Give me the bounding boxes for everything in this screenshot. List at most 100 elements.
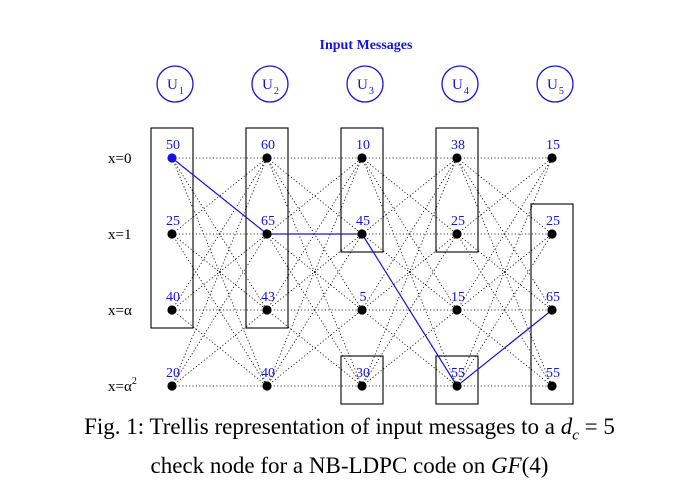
selection-box bbox=[245, 127, 289, 329]
message-value: 45 bbox=[356, 214, 370, 229]
selection-box bbox=[435, 355, 479, 405]
trellis-point bbox=[167, 229, 177, 239]
row-label: x=α2 bbox=[108, 376, 137, 395]
trellis-edge bbox=[361, 157, 458, 387]
caption-dc-symbol: d bbox=[560, 414, 573, 439]
trellis-edge bbox=[171, 309, 268, 387]
trellis-edge bbox=[361, 157, 458, 235]
trellis-point bbox=[357, 153, 367, 163]
trellis-edge bbox=[266, 157, 363, 387]
message-value: 38 bbox=[451, 138, 465, 153]
message-value: 65 bbox=[546, 290, 560, 305]
trellis-edge bbox=[456, 157, 553, 235]
trellis-edge bbox=[456, 157, 553, 235]
trellis-point bbox=[357, 305, 367, 315]
message-value: 5 bbox=[360, 290, 367, 305]
trellis-point bbox=[452, 229, 462, 239]
row-label-superscript: 2 bbox=[132, 376, 137, 387]
node-label: U1 bbox=[167, 77, 184, 97]
caption-line1-prefix: Fig. 1: Trellis representation of input … bbox=[84, 414, 561, 439]
diagram-title: Input Messages bbox=[320, 38, 414, 53]
selection-box bbox=[530, 203, 574, 405]
trellis-point bbox=[167, 153, 177, 163]
trellis-point bbox=[452, 381, 462, 391]
variable-node-u5: U5 bbox=[536, 65, 574, 103]
message-value: 25 bbox=[451, 214, 465, 229]
trellis-edge bbox=[266, 309, 363, 387]
row-label: x=α bbox=[108, 303, 132, 319]
variable-node-u2: U2 bbox=[251, 65, 289, 103]
caption-gf-arg: (4) bbox=[521, 452, 549, 478]
node-label: U5 bbox=[547, 77, 564, 97]
message-value: 55 bbox=[451, 366, 465, 381]
variable-nodes: U1 U2 U3 U4 U5 bbox=[156, 65, 574, 103]
message-value: 30 bbox=[356, 366, 370, 381]
figure-caption: Fig. 1: Trellis representation of input … bbox=[0, 412, 699, 481]
message-value: 60 bbox=[261, 138, 275, 153]
node-subscript: 2 bbox=[274, 86, 279, 97]
node-subscript: 4 bbox=[464, 86, 469, 97]
message-value: 40 bbox=[166, 290, 180, 305]
trellis-point bbox=[167, 305, 177, 315]
row-labels: x=0 x=1 x=α x=α2 bbox=[108, 151, 137, 395]
trellis-point bbox=[452, 305, 462, 315]
selection-box bbox=[340, 127, 384, 253]
variable-node-u3: U3 bbox=[346, 65, 384, 103]
trellis-point bbox=[357, 381, 367, 391]
caption-line-2: check node for a NB-LDPC code on GF(4) bbox=[0, 451, 699, 481]
message-value: 15 bbox=[546, 138, 560, 153]
trellis-edges bbox=[171, 157, 553, 387]
message-value: 43 bbox=[261, 290, 275, 305]
row-label: x=0 bbox=[108, 151, 131, 167]
node-circle bbox=[251, 65, 289, 103]
message-value: 25 bbox=[546, 214, 560, 229]
node-circle bbox=[536, 65, 574, 103]
trellis-point bbox=[262, 229, 272, 239]
node-label: U3 bbox=[357, 77, 374, 97]
trellis-edge bbox=[171, 309, 268, 387]
trellis-edge bbox=[266, 157, 363, 235]
selection-box bbox=[435, 127, 479, 253]
selection-boxes bbox=[150, 127, 574, 405]
trellis-edge bbox=[361, 309, 458, 387]
caption-line2-prefix: check node for a NB-LDPC code on bbox=[150, 452, 491, 478]
node-subscript: 3 bbox=[369, 86, 374, 97]
trellis-point bbox=[547, 153, 557, 163]
trellis-point bbox=[547, 229, 557, 239]
trellis-edge bbox=[171, 157, 268, 387]
trellis-point bbox=[547, 305, 557, 315]
trellis-point bbox=[547, 381, 557, 391]
trellis-point bbox=[167, 381, 177, 391]
trellis-point bbox=[452, 153, 462, 163]
variable-node-u1: U1 bbox=[156, 65, 194, 103]
trellis-point bbox=[357, 229, 367, 239]
trellis-edge bbox=[456, 157, 553, 387]
trellis-edge bbox=[361, 309, 458, 387]
message-value: 65 bbox=[261, 214, 275, 229]
trellis-edge bbox=[266, 157, 363, 235]
node-circle bbox=[441, 65, 479, 103]
selection-box bbox=[150, 127, 194, 329]
trellis-point bbox=[262, 305, 272, 315]
message-value: 10 bbox=[356, 138, 370, 153]
message-value: 50 bbox=[166, 138, 180, 153]
node-circle bbox=[156, 65, 194, 103]
selection-box bbox=[340, 355, 384, 405]
node-label: U4 bbox=[452, 77, 469, 97]
trellis-edge bbox=[266, 309, 363, 387]
trellis-point bbox=[262, 153, 272, 163]
trellis-edge bbox=[361, 157, 458, 235]
message-value: 20 bbox=[166, 366, 180, 381]
row-label: x=1 bbox=[108, 227, 131, 243]
message-value: 25 bbox=[166, 214, 180, 229]
message-value: 15 bbox=[451, 290, 465, 305]
node-label: U2 bbox=[262, 77, 279, 97]
message-value: 55 bbox=[546, 366, 560, 381]
node-subscript: 5 bbox=[559, 86, 564, 97]
node-subscript: 1 bbox=[179, 86, 184, 97]
selected-path bbox=[171, 157, 553, 387]
caption-line1-eq: = 5 bbox=[578, 414, 615, 439]
variable-node-u4: U4 bbox=[441, 65, 479, 103]
